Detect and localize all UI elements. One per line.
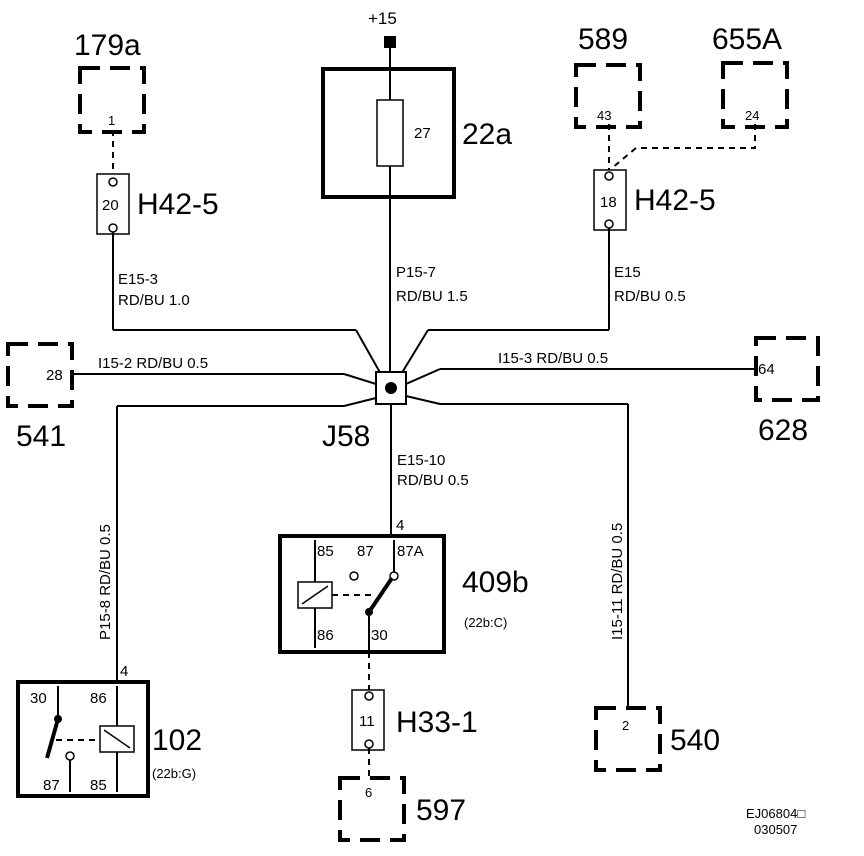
relay-102-switch-arm xyxy=(45,718,60,759)
component-655a-pin: 24 xyxy=(745,108,759,123)
footer-date: 030507 xyxy=(754,822,797,837)
wire-i15-2-diagonal xyxy=(343,373,377,385)
relay-409b-pin-86: 86 xyxy=(317,627,334,644)
relay-409b-pin-30: 30 xyxy=(371,627,388,644)
connector-left-pin: 20 xyxy=(102,197,119,214)
wire-p15-8-diagonal xyxy=(343,397,377,407)
connector-pin-top xyxy=(364,691,374,701)
wire-e15-3-spec: RD/BU 1.0 xyxy=(118,292,190,309)
relay-102-pin-85: 85 xyxy=(90,777,107,794)
component-540-label: 540 xyxy=(670,724,720,757)
relay-102-pin-87: 87 xyxy=(43,777,60,794)
power-label: +15 xyxy=(368,9,397,28)
junction-node xyxy=(385,382,397,394)
connector-right-id: H42-5 xyxy=(634,184,716,217)
wire-i15-2-label: I15-2 RD/BU 0.5 xyxy=(98,355,208,372)
footer-code: EJ06804□ xyxy=(746,806,805,821)
connector-pin-top xyxy=(604,171,614,181)
relay-102 xyxy=(16,680,150,798)
wire-i15-3-diagonal xyxy=(405,368,441,385)
wire-655a-dashed xyxy=(611,124,756,169)
fuse-id: 22a xyxy=(462,118,512,151)
component-628-label: 628 xyxy=(758,414,808,447)
wire-i15-11-label: I15-11 RD/BU 0.5 xyxy=(609,523,626,640)
relay-409b xyxy=(278,534,446,654)
component-540 xyxy=(594,706,662,772)
wire-e15-3-id: E15-3 xyxy=(118,271,158,288)
connector-pin-bottom xyxy=(108,223,118,233)
relay-409b-switch-arm xyxy=(367,576,394,614)
component-179a-pin: 1 xyxy=(108,113,115,128)
relay-102-feed-pin: 4 xyxy=(120,663,128,680)
component-628-pin: 64 xyxy=(758,361,775,378)
connector-pin-bottom xyxy=(364,739,374,749)
relay-409b-pivot xyxy=(365,608,373,616)
component-540-pin: 2 xyxy=(622,718,629,733)
relay-409b-feed-pin: 4 xyxy=(396,517,404,534)
relay-409b-coil-slash xyxy=(301,585,329,605)
component-597 xyxy=(338,776,406,842)
relay-409b-pin-85: 85 xyxy=(317,543,334,560)
component-541-pin: 28 xyxy=(46,367,63,384)
relay-102-pin-86: 86 xyxy=(90,690,107,707)
component-179a-label: 179a xyxy=(74,29,141,62)
fuse-pin: 27 xyxy=(414,125,431,142)
connector-bottom-pin: 11 xyxy=(359,713,375,730)
fuse-box-22a xyxy=(321,67,456,199)
component-589-label: 589 xyxy=(578,23,628,56)
relay-102-id: 102 xyxy=(152,724,202,757)
wire-p15-7-spec: RD/BU 1.5 xyxy=(396,288,468,305)
wire-e15-diagonal xyxy=(399,329,429,377)
relay-102-coil-slash xyxy=(103,729,131,749)
relay-409b-pin-87a: 87A xyxy=(397,543,424,560)
relay-409b-pin-87: 87 xyxy=(357,543,374,560)
relay-409b-id: 409b xyxy=(462,566,529,599)
wire-e15-10-spec: RD/BU 0.5 xyxy=(397,472,469,489)
wire-e15-spec: RD/BU 0.5 xyxy=(614,288,686,305)
connector-pin-top xyxy=(108,177,118,187)
component-589-pin: 43 xyxy=(597,108,611,123)
wire-e15-10-id: E15-10 xyxy=(397,452,445,469)
connector-pin-bottom xyxy=(604,219,614,229)
connector-right-pin: 18 xyxy=(600,194,617,211)
junction-label: J58 xyxy=(322,420,370,453)
wire-p15-7-id: P15-7 xyxy=(396,264,436,281)
relay-409b-ref: (22b:C) xyxy=(464,615,507,630)
relay-409b-contact-87 xyxy=(349,571,359,581)
relay-102-ref: (22b:G) xyxy=(152,766,196,781)
wire-i15-11-diagonal xyxy=(405,395,441,405)
relay-102-pin-30: 30 xyxy=(30,690,47,707)
wire-i15-3-label: I15-3 RD/BU 0.5 xyxy=(498,350,608,367)
relay-102-contact-87 xyxy=(65,751,75,761)
wire-p15-8-label: P15-8 RD/BU 0.5 xyxy=(97,524,114,640)
wire-e15-3-diagonal xyxy=(355,329,383,377)
fuse-element xyxy=(376,99,404,167)
component-655a-label: 655A xyxy=(712,23,782,56)
connector-left-id: H42-5 xyxy=(137,188,219,221)
wire-e15-id: E15 xyxy=(614,264,641,281)
connector-bottom-id: H33-1 xyxy=(396,706,478,739)
power-terminal xyxy=(384,36,396,48)
component-541-label: 541 xyxy=(16,420,66,453)
component-597-pin: 6 xyxy=(365,785,372,800)
component-597-label: 597 xyxy=(416,794,466,827)
